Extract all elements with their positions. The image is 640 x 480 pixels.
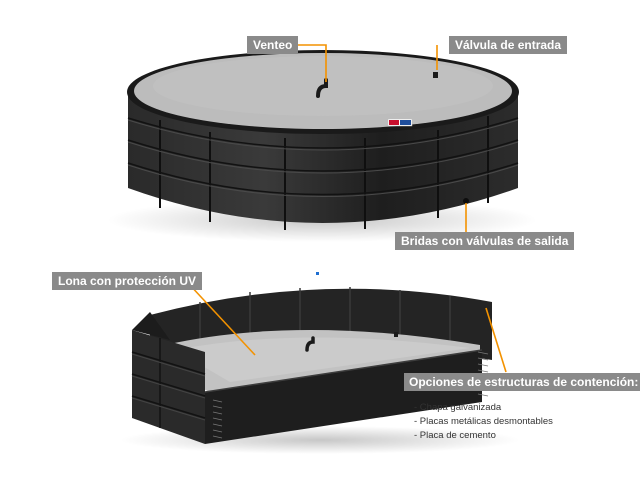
label-venteo: Venteo bbox=[247, 36, 299, 54]
marker-dot bbox=[316, 272, 319, 275]
leader-venteo bbox=[296, 44, 327, 82]
label-lona: Lona con protección UV bbox=[52, 272, 203, 290]
inlet-valve bbox=[394, 332, 398, 337]
option-item: - Placas metálicas desmontables bbox=[414, 416, 553, 427]
options-list: - Chapa galvanizada - Placas metálicas d… bbox=[414, 401, 553, 443]
leader-lona bbox=[187, 282, 256, 356]
label-valvula-entrada: Válvula de entrada bbox=[449, 36, 568, 54]
vent-pipe bbox=[316, 78, 328, 98]
label-opciones: Opciones de estructuras de contención: bbox=[404, 373, 640, 391]
panel-seams bbox=[159, 116, 489, 230]
panel-ribs bbox=[127, 117, 519, 196]
leader-opciones bbox=[485, 307, 507, 373]
option-item: - Placa de cemento bbox=[414, 430, 496, 441]
closed-tank bbox=[107, 50, 537, 242]
panel-highlights bbox=[127, 119, 519, 197]
option-item: - Chapa galvanizada bbox=[414, 402, 502, 413]
label-bridas: Bridas con válvulas de salida bbox=[395, 232, 575, 250]
leader-lines bbox=[187, 44, 507, 373]
vent-pipe bbox=[305, 336, 315, 352]
outlet-flange bbox=[463, 198, 469, 204]
logo-sticker bbox=[387, 118, 413, 127]
inlet-valve bbox=[433, 72, 438, 78]
